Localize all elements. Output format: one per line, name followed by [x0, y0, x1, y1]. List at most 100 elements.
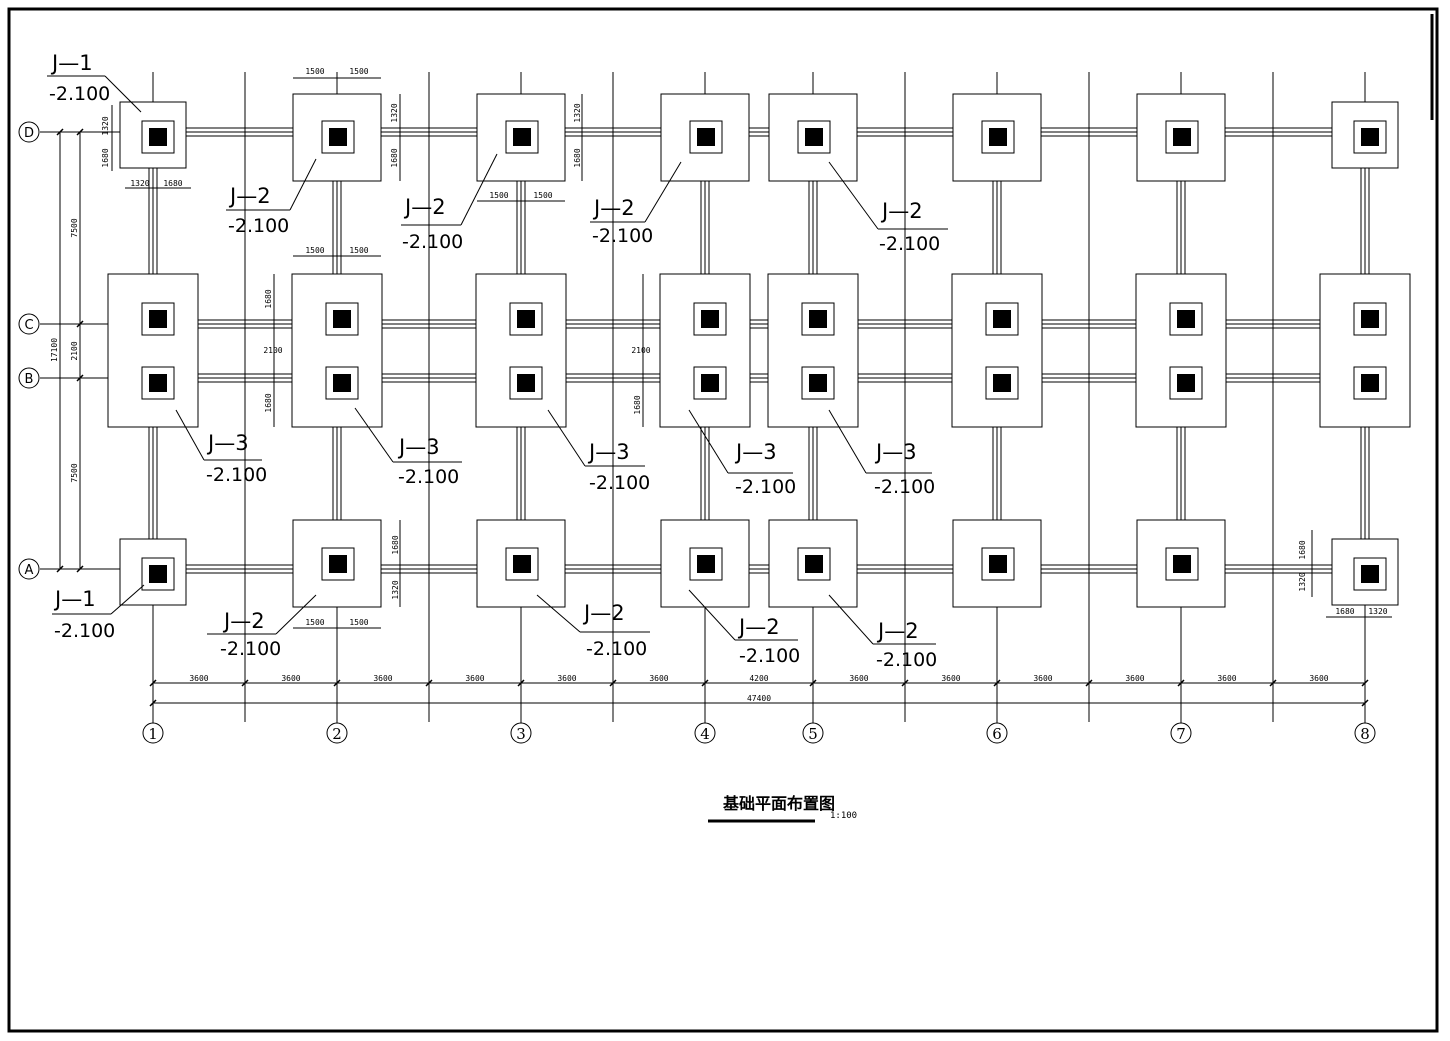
svg-text:1320: 1320: [390, 103, 399, 122]
footing-j2-D3: [476, 93, 566, 182]
svg-text:8: 8: [1360, 725, 1370, 743]
footing-j3-3: [475, 273, 567, 428]
footing-j2-A4: [660, 519, 750, 608]
svg-text:J—2: J—2: [876, 619, 919, 643]
column-section: [513, 555, 531, 573]
tag-j2-d3: J—2 -2.100: [401, 153, 498, 253]
column-section: [1177, 310, 1195, 328]
vertical-dimensions: 7500 2100 7500 17100: [50, 132, 81, 569]
svg-text:1500: 1500: [349, 618, 368, 627]
drawing-title: 基础平面布置图: [722, 794, 835, 813]
axis-bubble-8: 8: [1354, 722, 1376, 744]
column-section: [149, 374, 167, 392]
column-section: [149, 565, 167, 583]
svg-text:1680: 1680: [391, 535, 400, 554]
column-section: [697, 555, 715, 573]
svg-text:1500: 1500: [305, 246, 324, 255]
footing-j2-D6: [952, 93, 1042, 182]
footing-tags: J—1 -2.100 J—2 -2.100 J—2 -2.100 J—2 -2.…: [47, 51, 948, 671]
horizontal-dimensions: 3600 3600 3600 3600 3600 3600 4200 3600 …: [153, 674, 1365, 704]
svg-text:B: B: [25, 372, 34, 387]
column-section: [1361, 374, 1379, 392]
svg-text:2: 2: [332, 725, 342, 743]
svg-text:1500: 1500: [349, 246, 368, 255]
row-axis-bubbles: D C B A: [18, 121, 40, 580]
axis-bubble-2: 2: [326, 722, 348, 744]
footing-pad: [107, 273, 199, 428]
footing-j2-A5: [768, 519, 858, 608]
dim-bay-3: 3600: [373, 674, 392, 683]
column-section: [993, 310, 1011, 328]
tag-j1-d1: J—1 -2.100: [47, 51, 142, 113]
footing-j2-A6: [952, 519, 1042, 608]
svg-text:2100: 2100: [263, 346, 282, 355]
svg-text:1680: 1680: [390, 148, 399, 167]
footing-dimensions: 1320 1680 1320 1680 1500 1500 1320 1680 …: [101, 67, 1392, 629]
footing-j3-2: [291, 273, 383, 428]
svg-text:3: 3: [516, 725, 526, 743]
svg-text:J—2: J—2: [403, 195, 446, 219]
tag-j3-1: J—3 -2.100: [175, 409, 267, 486]
dim-bay-6: 3600: [649, 674, 668, 683]
footing-pad: [1135, 273, 1227, 428]
dim-bay-7: 4200: [749, 674, 768, 683]
svg-text:1320: 1320: [1298, 572, 1307, 591]
column-section: [517, 374, 535, 392]
column-section: [149, 310, 167, 328]
footing-pad: [475, 273, 567, 428]
footing-j2-A3: [476, 519, 566, 608]
column-section: [513, 128, 531, 146]
dim-span-dc: 7500: [70, 218, 79, 237]
svg-text:1680: 1680: [264, 393, 273, 412]
footing-j1-3: [1331, 538, 1399, 606]
dim-bay-1: 3600: [189, 674, 208, 683]
tag-j3-4: J—3 -2.100: [688, 409, 796, 498]
svg-text:J—3: J—3: [587, 440, 630, 464]
footing-j1-1: [1331, 101, 1399, 169]
svg-text:J—2: J—2: [222, 609, 265, 633]
svg-text:J—2: J—2: [228, 184, 271, 208]
svg-text:1320: 1320: [101, 116, 110, 135]
svg-text:1680: 1680: [1335, 607, 1354, 616]
column-section: [1361, 565, 1379, 583]
tag-j2-d5: J—2 -2.100: [828, 161, 948, 255]
svg-text:-2.100: -2.100: [739, 645, 800, 667]
axis-bubble-4: 4: [694, 722, 716, 744]
tag-j3-2: J—3 -2.100: [354, 407, 462, 488]
svg-text:J—2: J—2: [737, 615, 780, 639]
column-pedestal: [141, 557, 175, 591]
svg-text:7: 7: [1176, 725, 1186, 743]
svg-text:J—2: J—2: [582, 601, 625, 625]
svg-text:1320: 1320: [573, 103, 582, 122]
dim-bay-10: 3600: [1033, 674, 1052, 683]
svg-text:-2.100: -2.100: [589, 472, 650, 494]
svg-text:J—1: J—1: [50, 51, 93, 75]
column-section: [329, 555, 347, 573]
drawing-title-block: 基础平面布置图 1:100: [708, 794, 857, 823]
footing-pad: [659, 273, 751, 428]
axis-bubble-6: 6: [986, 722, 1008, 744]
dim-bay-9: 3600: [941, 674, 960, 683]
svg-text:J—2: J—2: [592, 196, 635, 220]
svg-text:-2.100: -2.100: [874, 476, 935, 498]
svg-text:1: 1: [148, 725, 158, 743]
column-section: [1361, 128, 1379, 146]
footing-pad: [1319, 273, 1411, 428]
tag-j2-d2: J—2 -2.100: [226, 158, 317, 237]
column-section: [329, 128, 347, 146]
column-axis-bubbles: 1 2 3 4 5 6 7 8: [142, 722, 1376, 744]
column-section: [149, 128, 167, 146]
tag-j3-5: J—3 -2.100: [828, 409, 935, 498]
dim-bay-8: 3600: [849, 674, 868, 683]
axis-bubble-5: 5: [802, 722, 824, 744]
footing-j2-A7: [1136, 519, 1226, 608]
column-section: [805, 128, 823, 146]
svg-text:J—3: J—3: [397, 435, 440, 459]
svg-text:1500: 1500: [489, 191, 508, 200]
svg-text:J—1: J—1: [53, 587, 96, 611]
svg-text:D: D: [24, 126, 34, 141]
axis-bubble-D: D: [18, 121, 40, 143]
column-section: [701, 310, 719, 328]
